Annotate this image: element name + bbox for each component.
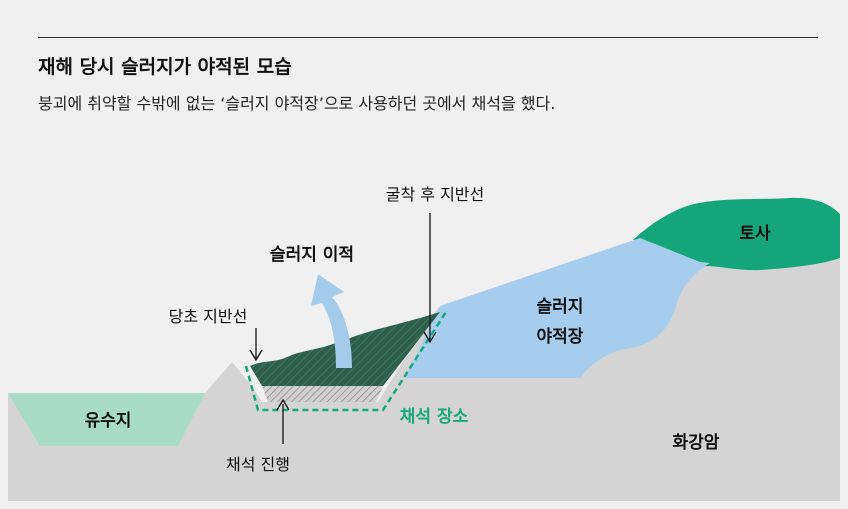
excavation-progress-arrowhead (276, 398, 290, 411)
label-quarry-site: 채석 장소 (400, 407, 469, 427)
pond-area (8, 393, 205, 446)
label-soil: 토사 (739, 224, 771, 244)
sludge-yard-area (405, 238, 710, 378)
soil-area (633, 197, 840, 271)
label-pond: 유수지 (85, 411, 132, 431)
label-sludge-yard-line2: 야적장 (537, 327, 584, 347)
diagram-title: 재해 당시 슬러지가 야적된 모습 (38, 56, 292, 78)
label-sludge-moved: 슬러지 이적 (270, 245, 354, 265)
post-excavation-arrowhead (423, 331, 437, 344)
label-granite: 화강암 (673, 433, 720, 453)
quarry-site-outline (244, 311, 448, 412)
header-rule (38, 37, 818, 38)
label-original-ground: 당초 지반선 (169, 307, 248, 326)
label-post-excavation-ground: 굴착 후 지반선 (386, 185, 485, 204)
label-sludge-yard-line1: 슬러지 (537, 297, 584, 317)
sludge-moved-arrow (311, 274, 352, 368)
label-excavation-progress: 채석 진행 (226, 455, 290, 474)
original-ground-arrowhead (249, 349, 263, 362)
diagram-subtitle: 붕괴에 취약할 수밖에 없는 ‘슬러지 야적장’으로 사용하던 곳에서 채석을 … (38, 94, 556, 113)
excavated-area (262, 386, 383, 402)
